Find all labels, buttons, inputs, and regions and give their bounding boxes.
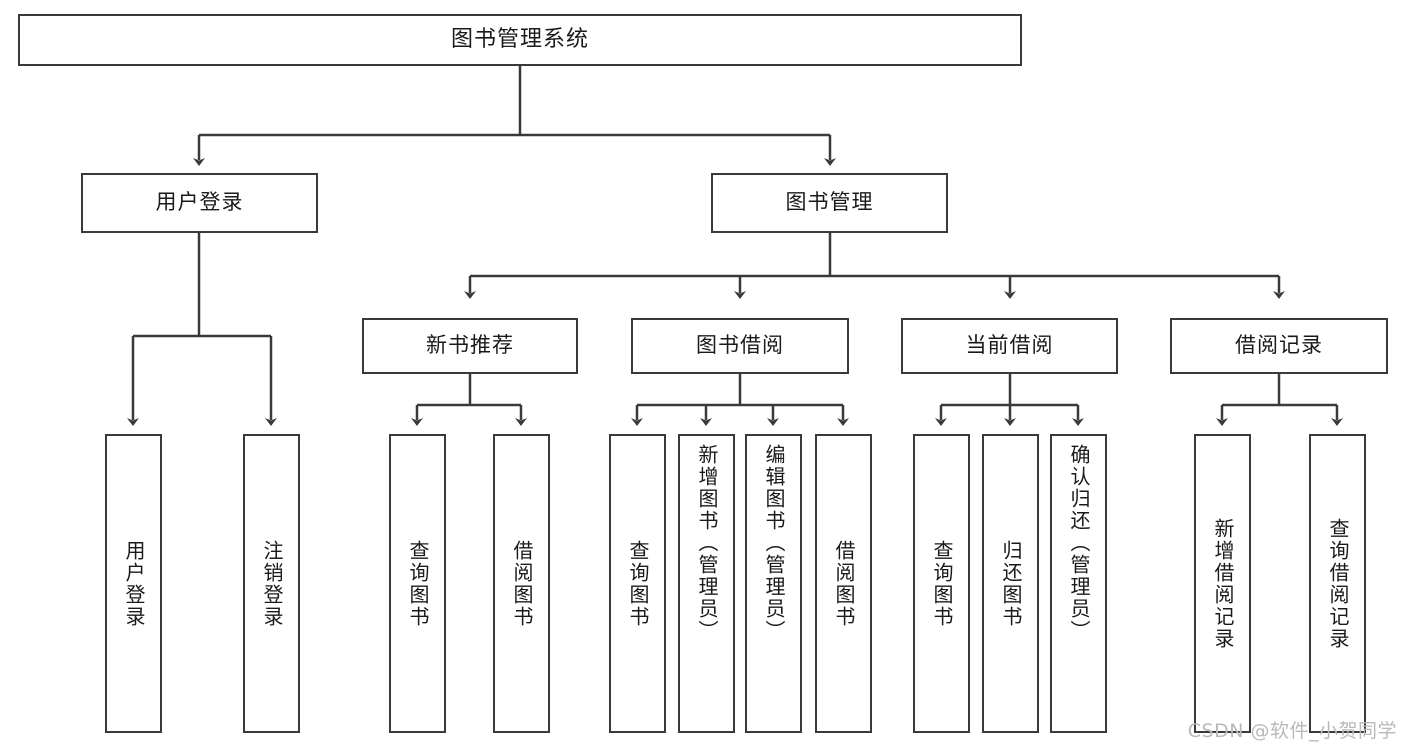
node-label: 新增图书（管理员）: [695, 444, 719, 642]
leaf-text-wrap: 查询图书: [611, 436, 664, 731]
node-label: 用户登录: [155, 190, 244, 215]
node-label: 编辑图书（管理员）: [762, 444, 786, 642]
node-label: 新书推荐: [426, 333, 514, 358]
node-leaf-query-book-2[interactable]: 查询图书: [609, 434, 666, 733]
leaf-text-wrap: 查询图书: [391, 436, 444, 731]
node-user-login[interactable]: 用户登录: [81, 173, 318, 233]
node-leaf-logout-login[interactable]: 注销登录: [243, 434, 300, 733]
node-leaf-return-book[interactable]: 归还图书: [982, 434, 1039, 733]
node-book-manage[interactable]: 图书管理: [711, 173, 948, 233]
node-label: 查询图书: [406, 539, 430, 628]
leaf-text-wrap: 查询图书: [915, 436, 968, 731]
node-label: 确认归还（管理员）: [1067, 444, 1091, 642]
node-label: 图书管理: [785, 190, 874, 215]
node-leaf-add-record[interactable]: 新增借阅记录: [1194, 434, 1251, 733]
node-label: 查询图书: [626, 539, 650, 628]
node-leaf-query-book-3[interactable]: 查询图书: [913, 434, 970, 733]
node-book-borrow[interactable]: 图书借阅: [631, 318, 849, 374]
node-label: 查询图书: [930, 539, 954, 628]
node-label: 当前借阅: [965, 333, 1054, 358]
node-label: 借阅图书: [510, 539, 534, 628]
node-leaf-confirm-return[interactable]: 确认归还（管理员）: [1050, 434, 1107, 733]
node-leaf-add-book[interactable]: 新增图书（管理员）: [678, 434, 735, 733]
node-leaf-query-book-1[interactable]: 查询图书: [389, 434, 446, 733]
node-label: 借阅图书: [832, 539, 856, 628]
node-label: 归还图书: [999, 539, 1023, 628]
leaf-text-wrap: 确认归还（管理员）: [1052, 436, 1105, 739]
node-label: 新增借阅记录: [1211, 517, 1235, 650]
node-new-book-recommend[interactable]: 新书推荐: [362, 318, 578, 374]
node-label: 借阅记录: [1235, 333, 1323, 358]
node-label: 查询借阅记录: [1326, 517, 1350, 650]
node-label: 图书管理系统: [450, 26, 589, 52]
leaf-text-wrap: 查询借阅记录: [1311, 436, 1364, 731]
node-leaf-borrow-book-2[interactable]: 借阅图书: [815, 434, 872, 733]
leaf-text-wrap: 编辑图书（管理员）: [747, 436, 800, 739]
leaf-text-wrap: 注销登录: [245, 436, 298, 731]
leaf-text-wrap: 归还图书: [984, 436, 1037, 731]
csdn-watermark: CSDN @软件_小贺同学: [1187, 720, 1397, 742]
leaf-text-wrap: 用户登录: [107, 436, 160, 731]
node-label: 图书借阅: [696, 333, 784, 358]
leaf-text-wrap: 借阅图书: [495, 436, 548, 731]
node-leaf-query-record[interactable]: 查询借阅记录: [1309, 434, 1366, 733]
node-current-borrow[interactable]: 当前借阅: [901, 318, 1118, 374]
node-leaf-user-login[interactable]: 用户登录: [105, 434, 162, 733]
node-borrow-record[interactable]: 借阅记录: [1170, 318, 1388, 374]
leaf-text-wrap: 新增图书（管理员）: [680, 436, 733, 739]
node-leaf-edit-book[interactable]: 编辑图书（管理员）: [745, 434, 802, 733]
node-root-book-management-system[interactable]: 图书管理系统: [18, 14, 1022, 66]
leaf-text-wrap: 借阅图书: [817, 436, 870, 731]
node-label: 用户登录: [122, 539, 146, 628]
node-label: 注销登录: [260, 539, 284, 628]
node-leaf-borrow-book-1[interactable]: 借阅图书: [493, 434, 550, 733]
leaf-text-wrap: 新增借阅记录: [1196, 436, 1249, 731]
